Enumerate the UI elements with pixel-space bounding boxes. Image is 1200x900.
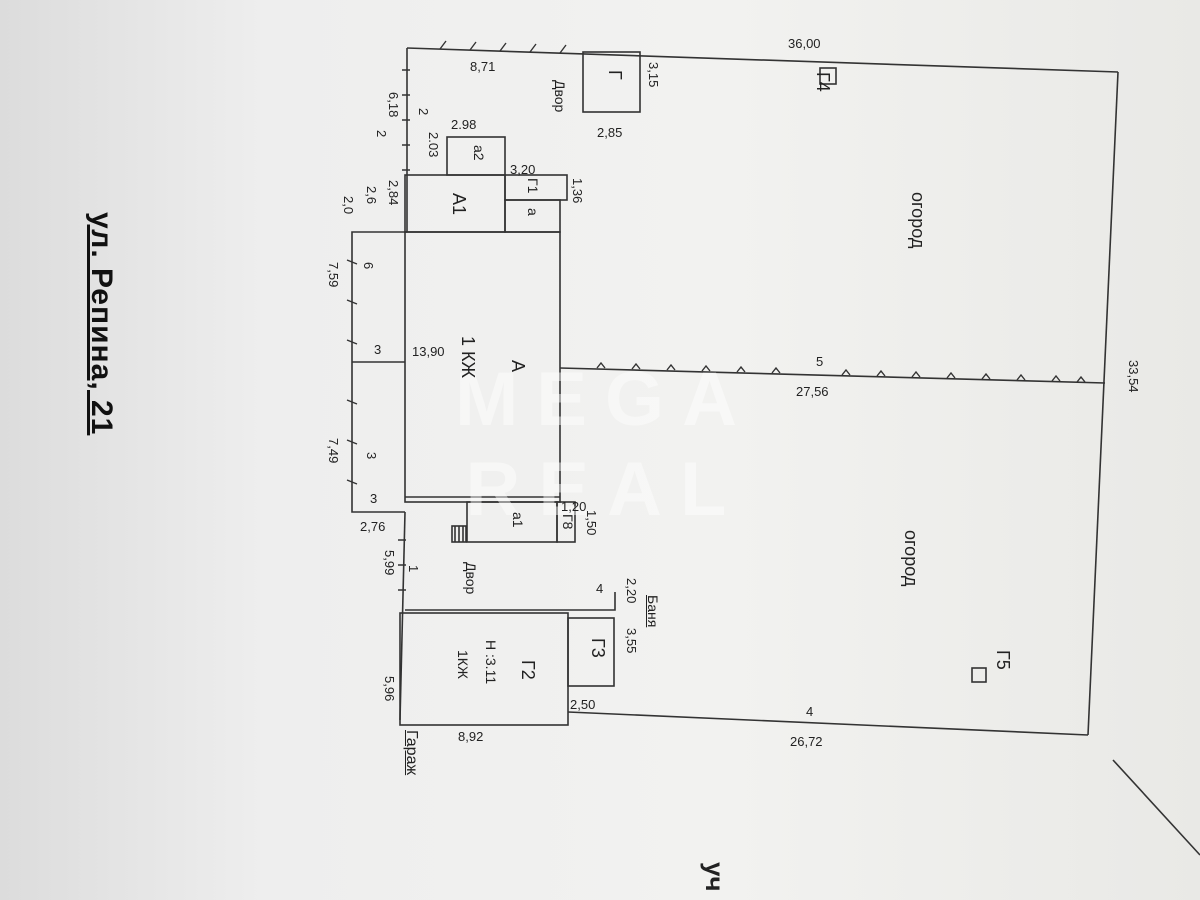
yard-top-label: Двор [552, 80, 568, 113]
house-a-label: А [508, 360, 528, 373]
g1-outline [504, 174, 568, 201]
dim-top-length: 36,00 [788, 36, 821, 51]
parcel-right-edge [1087, 71, 1119, 736]
dim-g-bottom: 2,85 [597, 125, 623, 140]
g2-label: Г2 [518, 660, 538, 680]
g-label: Г [605, 70, 625, 80]
dim-front-3: 2,76 [360, 519, 386, 534]
fence-mark-6: 6 [361, 262, 376, 270]
dim-g1-height: 1,36 [570, 178, 585, 204]
dim-yard-width: 8,71 [470, 59, 496, 74]
fence-ticks [346, 40, 1086, 591]
dim-small-a: 2,0 [341, 196, 356, 215]
g4-outline [819, 67, 837, 85]
g4-label: Г4 [813, 72, 833, 92]
watermark-line-2: REAL [465, 447, 745, 532]
fence-mark-1: 1 [406, 565, 421, 573]
g8-label: Г8 [560, 514, 576, 530]
yard-bottom-label: Двор [463, 562, 479, 595]
bath-label: Баня [645, 595, 661, 628]
dim-a2-width: 2.98 [451, 117, 477, 132]
parcel-left-edge-bottom [399, 511, 406, 721]
dim-garage-len: 8,92 [458, 729, 484, 744]
parcel-bottom-edge [567, 711, 1089, 736]
fence-mark-2b: 2 [374, 130, 389, 138]
a-small-label: а [525, 208, 541, 216]
a1-lower-label: а1 [510, 512, 526, 528]
a-small-outline [504, 199, 561, 233]
dim-right-length: 33,54 [1126, 360, 1141, 393]
fence-mark-3a: 3 [374, 342, 382, 357]
middle-fence [559, 367, 1106, 384]
dim-left-top: 6,18 [386, 92, 401, 118]
g5-outline [971, 667, 987, 683]
g-outline [582, 51, 641, 113]
fence-mark-5: 5 [816, 354, 824, 369]
parcel-top-edge [406, 47, 1119, 73]
g3-label: Г3 [588, 638, 608, 658]
g2-outline [399, 612, 569, 726]
dim-bath-w: 2,20 [624, 578, 639, 604]
dim-g8-h: 1,50 [584, 510, 599, 536]
fence-mark-3c: 3 [370, 491, 378, 506]
dim-g-side: 3,15 [646, 62, 661, 88]
garage-label: Гараж [403, 730, 420, 776]
g2-floors-label: 1КЖ [455, 650, 471, 679]
street-title: ул. Репина, 21 [85, 212, 118, 436]
dim-bottom-length: 26,72 [790, 734, 823, 749]
a2-label: а2 [471, 145, 487, 161]
house-floors-label: 1 КЖ [458, 336, 478, 379]
dim-middle-length: 27,56 [796, 384, 829, 399]
a2-outline [446, 136, 506, 176]
dim-a2-height: 2.03 [426, 132, 441, 158]
corner-text: уч [700, 862, 730, 892]
dim-a1-side: 2,84 [386, 180, 401, 206]
g2-height-label: Н :3.11 [483, 640, 499, 685]
fence-mark-2: 2 [416, 108, 431, 116]
dim-small-b: 2,6 [364, 186, 379, 205]
dim-yard2-left: 5,99 [382, 550, 397, 576]
fence-mark-4a: 4 [596, 581, 604, 596]
watermark-line-1: MEGA [455, 357, 755, 442]
dim-bath-b: 2,50 [570, 697, 596, 712]
garden-top-label: огород [908, 192, 928, 249]
fence-mark-4b: 4 [806, 704, 814, 719]
fence-mark-3b: 3 [364, 452, 379, 460]
garden-bottom-label: огород [901, 530, 921, 587]
dim-main-length-1: 13,90 [412, 344, 445, 359]
dim-front-2: 7,49 [326, 438, 341, 464]
dim-bath-h: 3,55 [624, 628, 639, 654]
dim-g8-w: 1,20 [561, 499, 587, 514]
g1-label: Г1 [525, 178, 541, 194]
g8-outline [556, 501, 576, 543]
dim-front-1: 7,59 [326, 262, 341, 288]
a1-label: А1 [449, 193, 469, 216]
watermark: MEGA REAL [405, 355, 805, 545]
g5-label: Г5 [993, 650, 1013, 670]
dim-garage-side: 5,96 [382, 676, 397, 702]
front-fence [351, 231, 407, 513]
dim-g1-width: 3,20 [510, 162, 536, 177]
